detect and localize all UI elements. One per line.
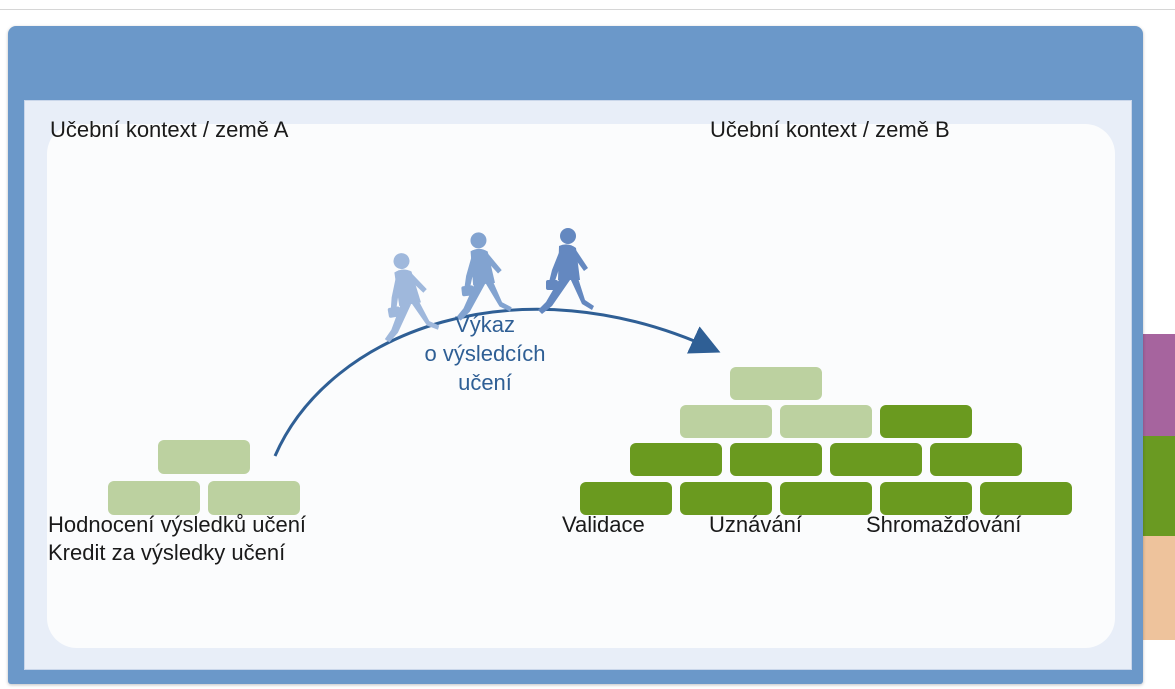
brick-right-r4 [580,482,672,515]
side-tab-purple[interactable] [1141,334,1175,436]
brick-left-bottom-1 [108,481,200,515]
brick-pyramid [580,367,1072,515]
brick-right-r4 [980,482,1072,515]
brick-right-r4 [680,482,772,515]
brick-right-r3 [730,443,822,476]
brick-right-r2 [680,405,772,438]
brick-right-r2 [780,405,872,438]
brick-right-r3 [630,443,722,476]
transcript-label: Výkaz o výsledcích učení [405,310,565,397]
transfer-arrow [273,307,721,457]
transcript-line: učení [458,370,512,395]
walking-person-icon [538,228,594,314]
brick-right-r4 [780,482,872,515]
diagram-frame [8,26,1143,684]
brick-right-r4 [880,482,972,515]
top-divider [0,9,1175,10]
diagram-panel [24,100,1132,670]
context-a-label: Učební kontext / země A [50,117,289,142]
recognition-label: Uznávání [709,512,802,537]
transcript-line: o výsledcích [424,341,546,366]
credit-label: Kredit za výsledky učení [48,540,286,565]
brick-right-r1 [730,367,822,400]
validation-label: Validace [562,512,645,537]
transcript-line: Výkaz [455,312,515,337]
context-b-label: Učební kontext / země B [710,117,950,142]
brick-right-r3 [830,443,922,476]
walking-person-icon [447,229,513,322]
brick-left-bottom-2 [208,481,300,515]
brick-right-r2 [880,405,972,438]
diagram-canvas [47,124,1115,648]
side-tab-green[interactable] [1141,436,1175,536]
brick-left-top [158,440,250,474]
accumulation-label: Shromažďování [866,512,1022,537]
side-tab-peach[interactable] [1141,536,1175,640]
brick-right-r3 [930,443,1022,476]
assessment-label: Hodnocení výsledků učení [48,512,307,537]
